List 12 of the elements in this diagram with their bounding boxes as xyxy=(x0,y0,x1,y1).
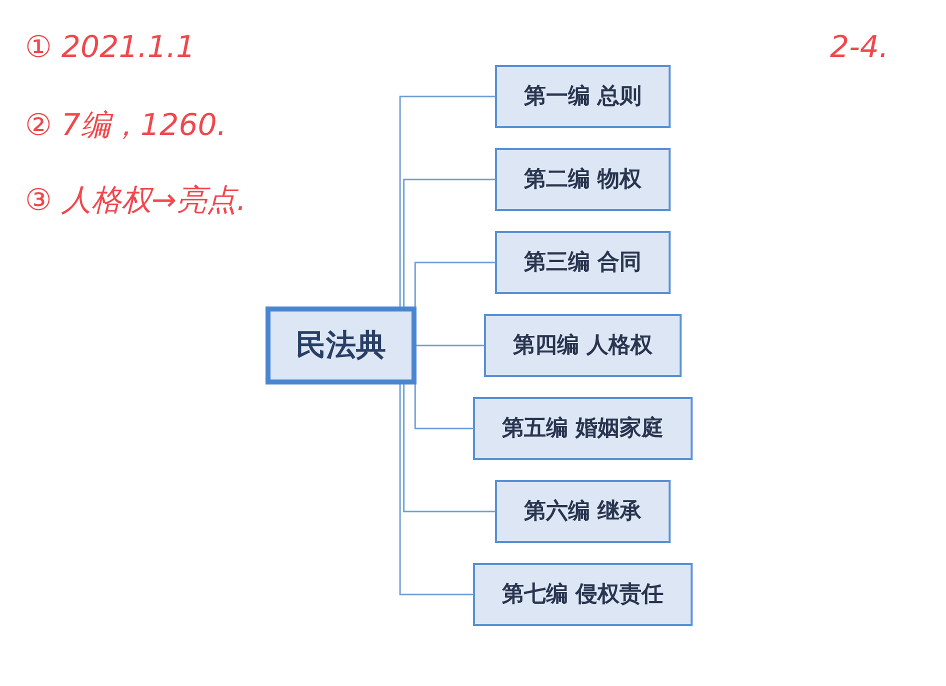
node-box: 第五编 婚姻家庭 xyxy=(473,396,693,460)
handwritten-note: ② 7编，1260. xyxy=(25,107,226,145)
handwritten-note: ① 2021.1.1 xyxy=(25,30,196,65)
node-box: 第七编 侵权责任 xyxy=(473,562,693,626)
handwritten-note: 2-4. xyxy=(830,30,889,65)
node-box: 第二编 物权 xyxy=(495,148,671,210)
node-box: 民法典 xyxy=(266,306,417,384)
handwritten-note: ③ 人格权→亮点. xyxy=(25,182,246,220)
node-box: 第三编 合同 xyxy=(495,230,671,294)
node-box: 第六编 继承 xyxy=(495,480,671,542)
node-box: 第一编 总则 xyxy=(495,64,671,128)
node-box: 第四编 人格权 xyxy=(484,314,682,376)
